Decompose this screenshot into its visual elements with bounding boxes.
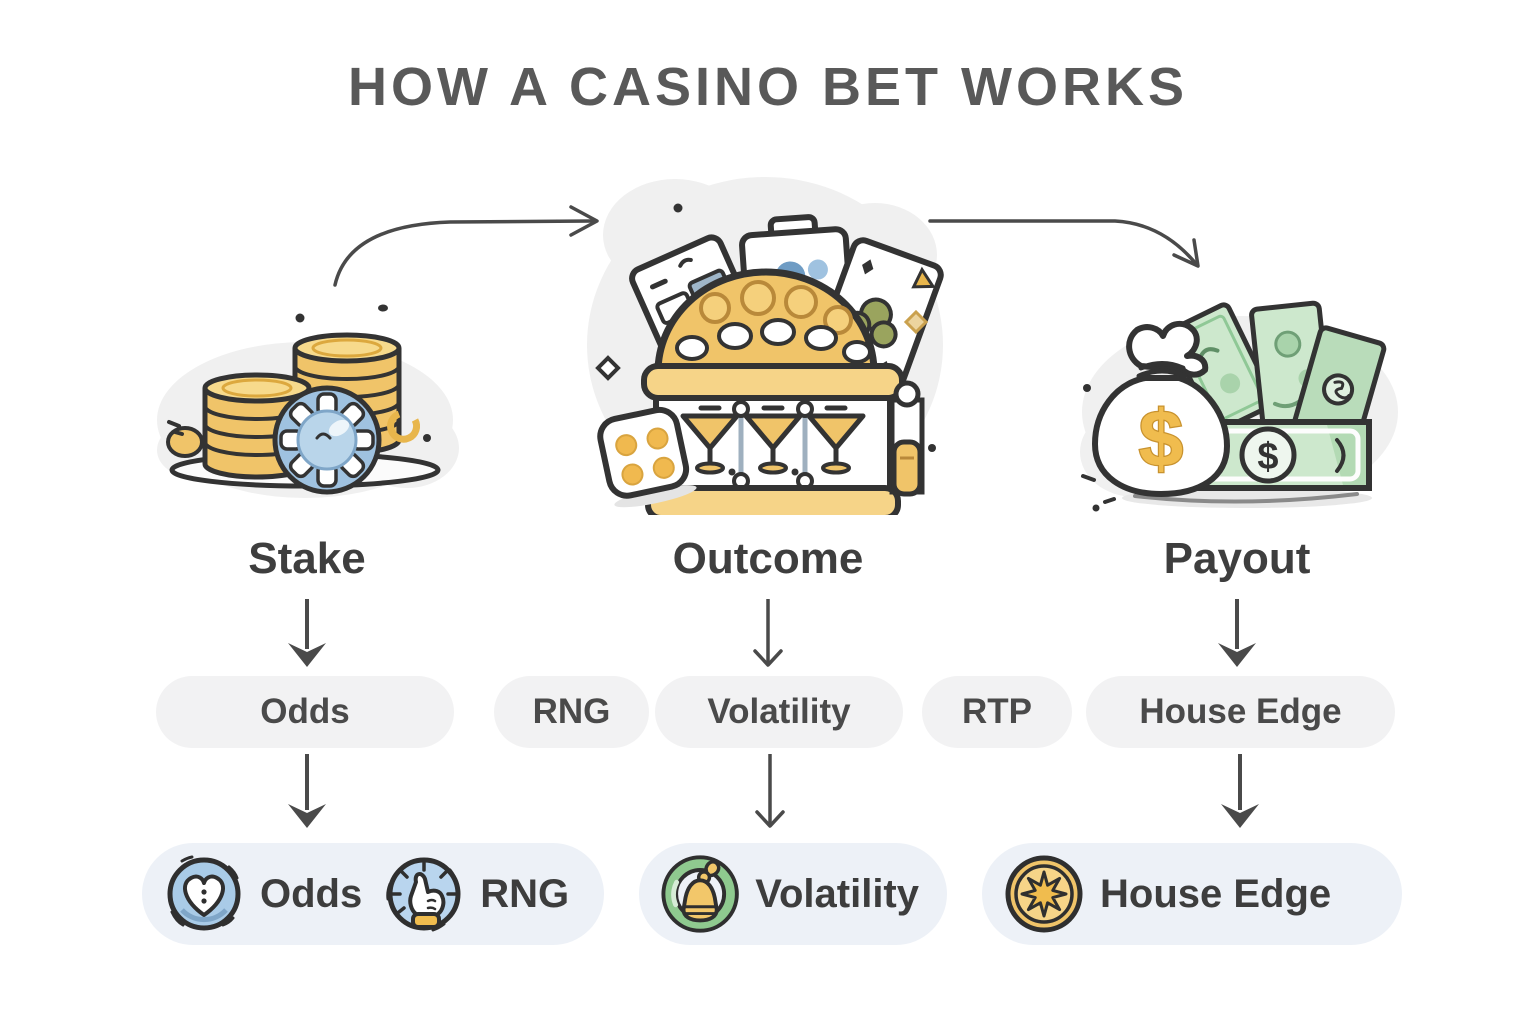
legend-label-rng: RNG	[480, 871, 570, 916]
banknote-dollar-sign: $	[1257, 436, 1278, 478]
arrow-outcome-to-payout	[928, 219, 1200, 268]
arrow-outcome-to-volatility	[753, 599, 783, 667]
odds-heart-gauge-icon	[167, 855, 241, 931]
money-bag-icon: $	[1091, 320, 1359, 504]
pill-odds: Odds	[156, 676, 454, 748]
legend-label-house-edge: House Edge	[1100, 871, 1332, 916]
page-title: HOW A CASINO BET WORKS	[348, 57, 1188, 117]
pill-volatility: Volatility	[655, 676, 903, 748]
reel-symbols	[680, 405, 866, 476]
pill-rng: RNG	[494, 676, 649, 748]
slot-machine-body	[641, 268, 925, 515]
legend-label-odds: Odds	[260, 871, 363, 916]
arrow-volatility-to-legend	[755, 754, 785, 828]
legend-pill-volatility: Volatility	[639, 843, 947, 945]
slot-lever-icon	[889, 380, 925, 497]
arrow-stake-to-odds	[288, 599, 326, 667]
house-edge-coin-icon	[1005, 855, 1083, 933]
legend-pill-odds-rng: Odds RNG	[142, 843, 604, 945]
arrow-house-edge-to-legend	[1221, 754, 1259, 828]
volatility-bell-cycle-icon	[661, 855, 739, 933]
arrow-odds-to-legend	[288, 754, 326, 828]
money-bag-dollar-sign: $	[1139, 394, 1184, 483]
payout-illustration-money-icon: $ $	[1080, 300, 1398, 512]
legend-pill-house-edge: House Edge	[982, 843, 1402, 945]
stage-label-outcome: Outcome	[672, 534, 864, 583]
arrow-payout-to-house-edge	[1218, 599, 1256, 667]
outcome-illustration-slot-machine-icon	[587, 177, 944, 515]
pill-house-edge: House Edge	[1086, 676, 1395, 748]
stage-label-payout: Payout	[1163, 534, 1311, 583]
casino-chip-icon	[272, 385, 382, 495]
dice-icon	[597, 406, 697, 508]
rng-hand-spinner-icon	[386, 857, 461, 932]
stage-label-stake: Stake	[248, 534, 366, 583]
pill-rtp: RTP	[922, 676, 1072, 748]
stake-illustration-coins-chip-icon	[157, 304, 459, 498]
legend-label-volatility: Volatility	[755, 871, 919, 916]
arrow-stake-to-outcome	[333, 205, 599, 287]
reel-rods	[732, 400, 814, 490]
